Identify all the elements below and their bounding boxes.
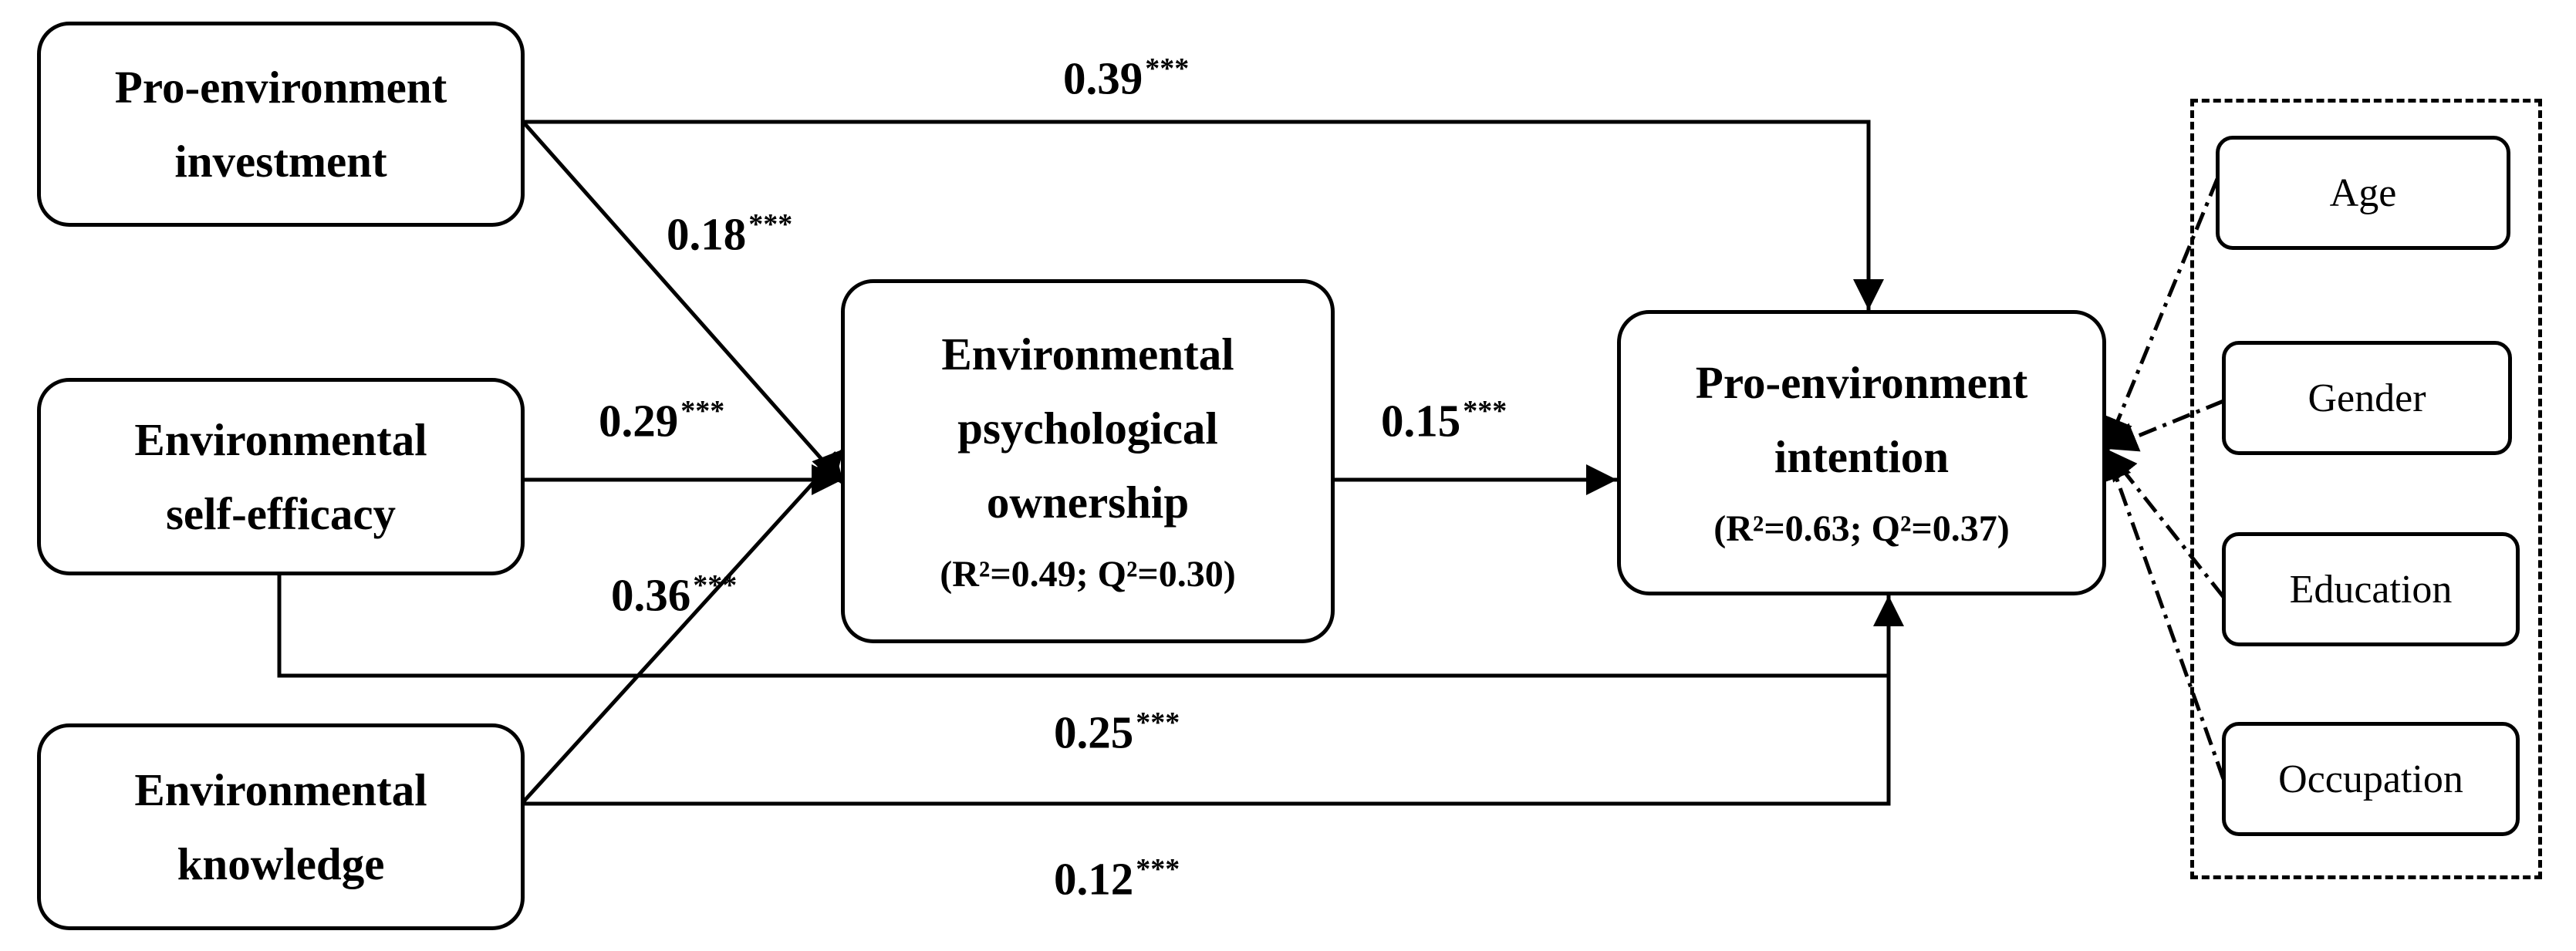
coef-value: 0.25 [1054, 707, 1134, 758]
coef-significance: *** [1136, 853, 1180, 885]
node-label: Pro-environment [1695, 357, 2028, 408]
control-variables-group [2190, 99, 2542, 879]
node-label: Environmental [134, 764, 427, 815]
path-investment-intention [523, 120, 1884, 310]
coef-self-efficacy-intention: 0.25*** [1054, 708, 1180, 756]
coef-investment-intention: 0.39*** [1063, 54, 1189, 102]
node-label: psychological [957, 403, 1218, 454]
node-label: ownership [986, 477, 1190, 528]
coef-knowledge-ownership: 0.36*** [611, 571, 737, 619]
control-path-occupation [2102, 448, 2226, 780]
node-label: knowledge [177, 838, 385, 889]
control-gender: Gender [2222, 341, 2512, 455]
node-label: investment [174, 136, 387, 187]
coef-value: 0.39 [1063, 52, 1143, 104]
control-label: Age [2329, 170, 2397, 215]
node-ownership: Environmental psychological ownership (R… [841, 279, 1335, 643]
coef-significance: *** [1463, 395, 1507, 427]
node-label: intention [1774, 431, 1950, 482]
coef-value: 0.36 [611, 569, 691, 621]
coef-value: 0.15 [1381, 395, 1461, 447]
coef-significance: *** [680, 395, 725, 427]
control-label: Occupation [2278, 757, 2463, 801]
node-label: Environmental [134, 414, 427, 465]
node-self-efficacy: Environmental self-efficacy [37, 378, 525, 575]
control-occupation: Occupation [2222, 722, 2520, 836]
coef-value: 0.12 [1054, 853, 1134, 905]
node-label: self-efficacy [165, 488, 397, 539]
control-path-age [2103, 178, 2220, 450]
coef-significance: *** [748, 208, 793, 241]
node-fit-stats: (R²=0.63; Q²=0.37) [1713, 508, 2010, 549]
coef-ownership-intention: 0.15*** [1381, 396, 1507, 444]
node-label: Pro-environment [114, 62, 447, 113]
node-investment: Pro-environment investment [37, 22, 525, 227]
path-investment-ownership [522, 120, 846, 486]
path-self-efficacy-intention [277, 572, 1889, 678]
coef-value: 0.18 [667, 208, 747, 260]
control-education: Education [2222, 532, 2520, 646]
path-knowledge-intention [523, 595, 1904, 806]
coef-significance: *** [1136, 707, 1180, 739]
coef-self-efficacy-ownership: 0.29*** [599, 396, 724, 444]
coef-knowledge-intention: 0.12*** [1054, 855, 1180, 902]
node-intention: Pro-environment intention (R²=0.63; Q²=0… [1617, 310, 2106, 595]
control-label: Gender [2308, 376, 2426, 420]
node-fit-stats: (R²=0.49; Q²=0.30) [940, 554, 1236, 595]
control-age: Age [2216, 136, 2510, 250]
node-knowledge: Environmental knowledge [37, 723, 525, 930]
node-label: Environmental [941, 329, 1234, 379]
coef-investment-ownership: 0.18*** [667, 210, 792, 258]
coef-value: 0.29 [599, 395, 679, 447]
coef-significance: *** [693, 569, 738, 602]
coef-significance: *** [1145, 52, 1190, 85]
control-path-gender [2105, 399, 2224, 452]
control-label: Education [2289, 567, 2453, 612]
path-knowledge-ownership [522, 447, 846, 804]
